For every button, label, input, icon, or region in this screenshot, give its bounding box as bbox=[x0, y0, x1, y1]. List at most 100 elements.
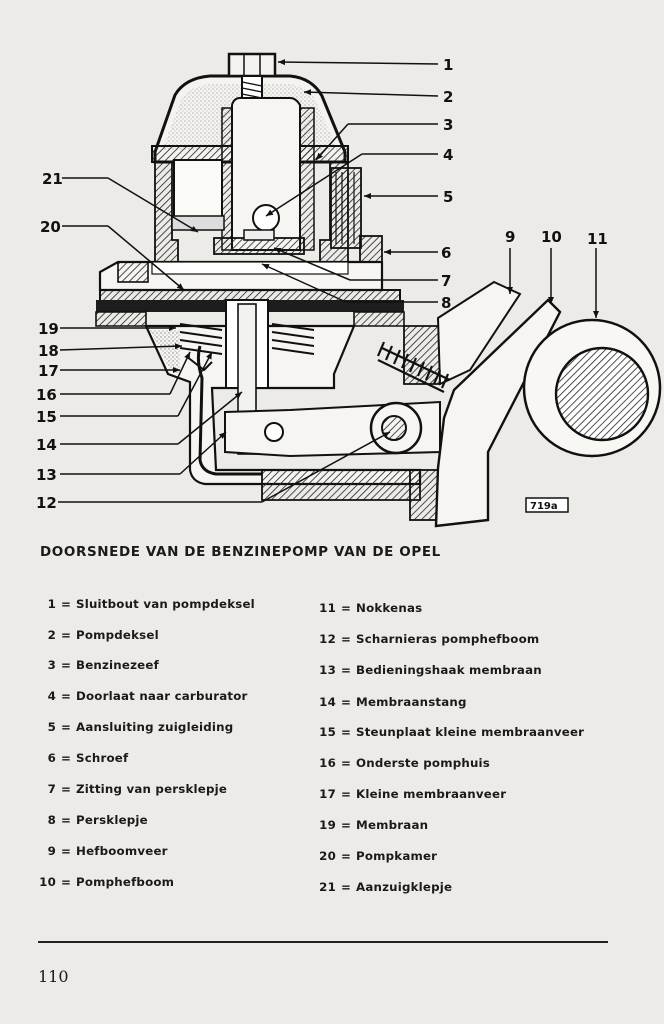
legend-item: 19=Membraan bbox=[314, 815, 428, 835]
legend-number: 17 bbox=[319, 787, 336, 801]
callout-7: 7 bbox=[441, 272, 451, 290]
legend-item: 21=Aanzuigklepje bbox=[314, 877, 452, 897]
callout-numbers: 1 2 3 4 5 6 7 8 9 10 11 12 13 14 15 16 1… bbox=[36, 56, 608, 512]
legend-item: 1=Sluitbout van pompdeksel bbox=[34, 594, 255, 614]
figure-code: 719a bbox=[530, 501, 558, 512]
legend-label: Pompdeksel bbox=[76, 628, 159, 642]
figure-caption: DOORSNEDE VAN DE BENZINEPOMP VAN DE OPEL bbox=[40, 544, 441, 560]
legend-label: Aanzuigklepje bbox=[356, 880, 453, 894]
legend-number: 4 bbox=[47, 689, 56, 703]
upper-pump-body bbox=[151, 97, 383, 267]
callout-4: 4 bbox=[443, 146, 453, 164]
callout-1: 1 bbox=[443, 56, 453, 74]
legend-number: 14 bbox=[319, 695, 336, 709]
legend-separator: = bbox=[60, 875, 72, 889]
legend-number: 11 bbox=[319, 601, 336, 615]
lower-pump-housing bbox=[144, 324, 441, 521]
callout-12: 12 bbox=[36, 494, 57, 512]
legend-label: Schroef bbox=[76, 751, 129, 765]
legend-label: Membraanstang bbox=[356, 695, 467, 709]
legend-item: 5 = Aansluiting zuigleiding bbox=[34, 717, 234, 737]
legend-separator: = bbox=[340, 756, 352, 770]
legend-item: 8=Persklepje bbox=[34, 810, 148, 830]
legend-number: 3 bbox=[47, 658, 56, 672]
legend-item: 20 = Pompkamer bbox=[314, 846, 437, 866]
legend-label: Pompkamer bbox=[356, 849, 438, 863]
callout-20: 20 bbox=[40, 218, 61, 236]
legend-separator: = bbox=[340, 695, 352, 709]
legend-separator: = bbox=[340, 818, 352, 832]
callout-17: 17 bbox=[38, 362, 59, 380]
legend-label: Steunplaat kleine membraanveer bbox=[356, 725, 585, 739]
legend-label: Doorlaat naar carburator bbox=[76, 689, 248, 703]
legend-number: 15 bbox=[319, 725, 336, 739]
legend-separator: = bbox=[60, 844, 72, 858]
legend-item: 4 = Doorlaat naar carburator bbox=[34, 686, 248, 706]
legend-separator: = bbox=[340, 787, 352, 801]
callout-19: 19 bbox=[38, 320, 59, 338]
pump-lever bbox=[369, 280, 562, 528]
callout-3: 3 bbox=[443, 116, 453, 134]
legend-number: 2 bbox=[47, 628, 56, 642]
legend-item: 12=Scharnieras pomphefboom bbox=[314, 629, 539, 649]
legend-label: Sluitbout van pompdeksel bbox=[76, 597, 255, 611]
callout-6: 6 bbox=[441, 244, 451, 262]
legend-label: Benzinezeef bbox=[76, 658, 159, 672]
legend-item: 14 = Membraanstang bbox=[314, 692, 467, 712]
legend-number: 5 bbox=[47, 720, 56, 734]
legend-item: 3 = Benzinezeef bbox=[34, 655, 159, 675]
legend-separator: = bbox=[60, 813, 72, 827]
legend-item: 6 = Schroef bbox=[34, 748, 129, 768]
page-number: 110 bbox=[38, 967, 69, 986]
legend-separator: = bbox=[60, 720, 72, 734]
legend-separator: = bbox=[340, 725, 352, 739]
legend-item: 11 = Nokkenas bbox=[314, 598, 422, 618]
legend-item: 7 = Zitting van persklepje bbox=[34, 779, 227, 799]
camshaft bbox=[522, 318, 662, 458]
legend-label: Pomphefboom bbox=[76, 875, 175, 889]
legend-separator: = bbox=[60, 689, 72, 703]
fuel-pump-cross-section-diagram: 719a bbox=[36, 52, 662, 528]
callout-18: 18 bbox=[38, 342, 59, 360]
leader-lines bbox=[58, 59, 599, 503]
legend-item: 16 = Onderste pomphuis bbox=[314, 753, 490, 773]
callout-10: 10 bbox=[541, 228, 562, 246]
legend-number: 20 bbox=[319, 849, 336, 863]
legend-number: 7 bbox=[47, 782, 56, 796]
legend-item: 9=Hefboomveer bbox=[34, 841, 168, 861]
legend-separator: = bbox=[60, 628, 72, 642]
legend-number: 21 bbox=[319, 880, 336, 894]
callout-13: 13 bbox=[36, 466, 57, 484]
legend-label: Zitting van persklepje bbox=[76, 782, 228, 796]
figure-code-box: 719a bbox=[525, 497, 569, 513]
legend-item: 17 = Kleine membraanveer bbox=[314, 784, 506, 804]
legend-number: 16 bbox=[319, 756, 336, 770]
legend-label: Nokkenas bbox=[356, 601, 423, 615]
legend-label: Onderste pomphuis bbox=[356, 756, 491, 770]
legend-separator: = bbox=[60, 658, 72, 672]
callout-14: 14 bbox=[36, 436, 57, 454]
legend-separator: = bbox=[340, 849, 352, 863]
legend-separator: = bbox=[60, 597, 72, 611]
callout-2: 2 bbox=[443, 88, 453, 106]
legend-number: 8 bbox=[47, 813, 56, 827]
legend-label: Scharnieras pomphefboom bbox=[356, 632, 540, 646]
legend-separator: = bbox=[60, 751, 72, 765]
legend-separator: = bbox=[340, 601, 352, 615]
legend-item: 15 = Steunplaat kleine membraanveer bbox=[314, 722, 584, 742]
legend-label: Kleine membraanveer bbox=[356, 787, 507, 801]
legend-label: Membraan bbox=[356, 818, 429, 832]
legend-label: Hefboomveer bbox=[76, 844, 168, 858]
callout-9: 9 bbox=[505, 228, 515, 246]
legend-separator: = bbox=[340, 663, 352, 677]
legend-number: 6 bbox=[47, 751, 56, 765]
callout-11: 11 bbox=[587, 230, 608, 248]
callout-8: 8 bbox=[441, 294, 451, 312]
legend-separator: = bbox=[60, 782, 72, 796]
legend-label: Aansluiting zuigleiding bbox=[76, 720, 234, 734]
legend-number: 10 bbox=[39, 875, 56, 889]
callout-16: 16 bbox=[36, 386, 57, 404]
callout-5: 5 bbox=[443, 188, 453, 206]
legend-item: 13=Bedieningshaak membraan bbox=[314, 660, 542, 680]
callout-15: 15 bbox=[36, 408, 57, 426]
